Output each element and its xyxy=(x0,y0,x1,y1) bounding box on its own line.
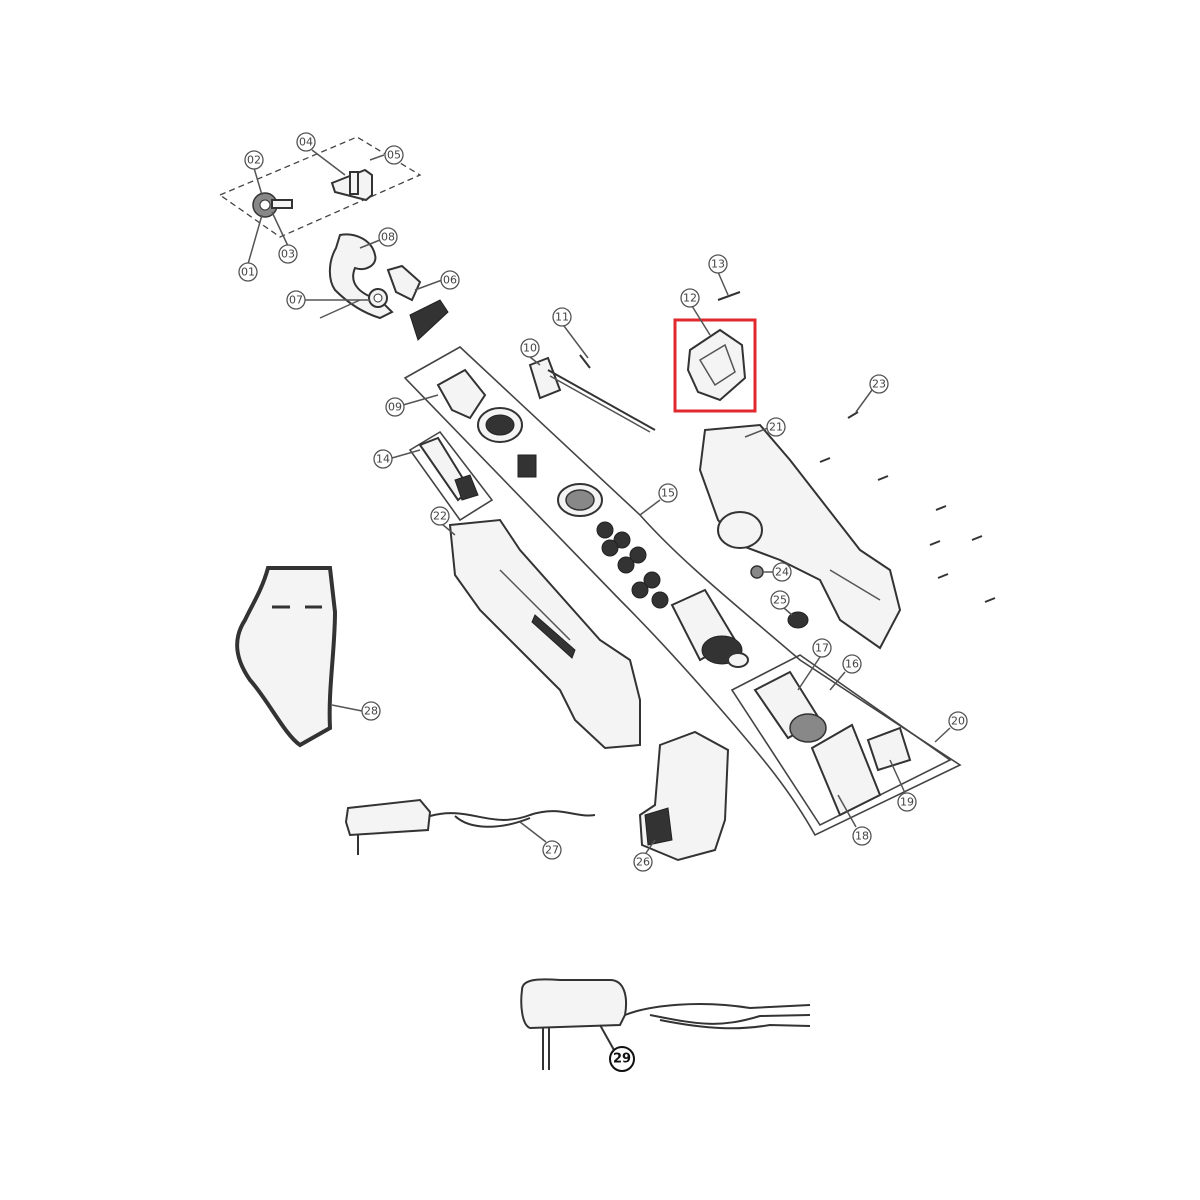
gear-stack xyxy=(517,454,749,668)
svg-text:01: 01 xyxy=(241,266,255,279)
svg-text:14: 14 xyxy=(376,453,390,466)
svg-text:27: 27 xyxy=(545,844,559,857)
callout-17: 17 xyxy=(797,638,832,691)
svg-text:08: 08 xyxy=(381,231,395,244)
svg-text:07: 07 xyxy=(289,294,303,307)
callout-26: 26 xyxy=(633,839,656,872)
callout-01: 01 xyxy=(238,214,263,282)
callout-22: 22 xyxy=(430,506,456,536)
callout-15: 15 xyxy=(639,483,678,516)
svg-text:11: 11 xyxy=(555,311,569,324)
part-25 xyxy=(787,611,809,629)
callout-10: 10 xyxy=(520,338,541,366)
svg-text:18: 18 xyxy=(855,830,869,843)
svg-text:28: 28 xyxy=(364,705,378,718)
svg-text:29: 29 xyxy=(613,1052,631,1067)
svg-text:13: 13 xyxy=(711,258,725,271)
motor-head xyxy=(436,368,523,443)
callout-06: 06 xyxy=(414,270,460,291)
svg-text:15: 15 xyxy=(661,487,675,500)
callouts: 01 02 03 04 05 06 07 08 09 10 11 12 13 1… xyxy=(238,132,968,1072)
switch-assembly xyxy=(408,430,494,522)
svg-text:26: 26 xyxy=(636,856,650,869)
part-24 xyxy=(750,565,764,579)
svg-text:17: 17 xyxy=(815,642,829,655)
svg-text:04: 04 xyxy=(299,136,313,149)
svg-text:16: 16 xyxy=(845,658,859,671)
battery-pack xyxy=(638,730,730,862)
callout-18: 18 xyxy=(837,794,872,846)
part-highlight-box xyxy=(673,318,757,413)
svg-text:03: 03 xyxy=(281,248,295,261)
callout-05: 05 xyxy=(369,145,404,165)
trigger-link xyxy=(528,354,656,433)
callout-11: 11 xyxy=(552,307,589,359)
callout-19: 19 xyxy=(889,759,917,812)
callout-07: 07 xyxy=(286,290,370,310)
holster xyxy=(235,566,338,748)
callout-02: 02 xyxy=(244,150,264,196)
callout-09: 09 xyxy=(385,394,439,417)
svg-text:25: 25 xyxy=(773,594,787,607)
motor-body xyxy=(753,670,827,743)
screws xyxy=(819,411,996,603)
callout-21: 21 xyxy=(744,417,786,438)
circuit-board xyxy=(810,723,912,817)
callout-24: 24 xyxy=(762,562,792,582)
callout-25: 25 xyxy=(770,590,793,616)
svg-text:21: 21 xyxy=(769,421,783,434)
callout-27: 27 xyxy=(519,821,562,860)
svg-text:20: 20 xyxy=(951,715,965,728)
svg-text:09: 09 xyxy=(388,401,402,414)
svg-text:05: 05 xyxy=(387,149,401,162)
svg-text:02: 02 xyxy=(247,154,261,167)
main-assembly-frame xyxy=(403,346,962,837)
svg-text:24: 24 xyxy=(775,566,789,579)
svg-text:06: 06 xyxy=(443,274,457,287)
svg-text:22: 22 xyxy=(433,510,447,523)
callout-29: 29 xyxy=(599,1024,635,1072)
svg-text:19: 19 xyxy=(900,796,914,809)
svg-text:12: 12 xyxy=(683,292,697,305)
callout-13: 13 xyxy=(708,254,729,296)
callout-04: 04 xyxy=(296,132,346,176)
callout-08: 08 xyxy=(359,227,398,249)
housing-right-half xyxy=(698,423,902,650)
svg-text:23: 23 xyxy=(872,378,886,391)
gear-blade-assembly xyxy=(218,136,422,238)
lower-assembly-frame xyxy=(730,654,952,827)
bracket-part xyxy=(686,291,747,402)
small-charger xyxy=(344,798,596,855)
callout-14: 14 xyxy=(373,449,421,469)
callout-28: 28 xyxy=(331,701,381,721)
multi-charger xyxy=(520,978,811,1070)
blade-assembly xyxy=(319,233,449,341)
callout-12: 12 xyxy=(680,288,711,336)
callout-16: 16 xyxy=(829,654,862,691)
callout-03: 03 xyxy=(271,211,298,264)
svg-text:10: 10 xyxy=(523,342,537,355)
callout-23: 23 xyxy=(855,374,889,413)
callout-20: 20 xyxy=(934,711,968,743)
housing-left-half xyxy=(448,518,641,750)
